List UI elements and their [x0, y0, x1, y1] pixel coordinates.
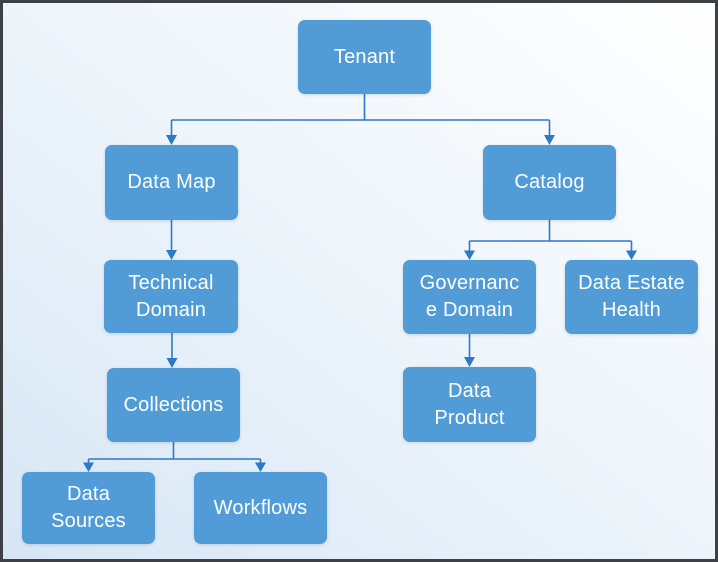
node-data-product-label: Data Product — [434, 379, 505, 429]
node-workflows-label: Workflows — [213, 496, 308, 519]
arrowhead-workflows — [255, 462, 266, 472]
arrowhead-data-product — [464, 357, 475, 367]
node-technical-domain-label: Technical Domain — [128, 271, 214, 321]
arrowhead-data-sources — [83, 462, 94, 472]
node-data-map-label: Data Map — [127, 171, 216, 193]
node-collections: Collections — [107, 368, 240, 442]
arrowhead-data-map — [166, 135, 177, 145]
node-governance-domain: Governanc e Domain — [403, 260, 536, 334]
edge-technical-domain-collections — [166, 333, 178, 368]
node-data-product: Data Product — [403, 367, 536, 442]
arrowhead-catalog — [544, 135, 555, 145]
edge-collections-children — [83, 442, 266, 472]
node-catalog: Catalog — [483, 145, 616, 220]
node-data-estate-health: Data Estate Health — [565, 260, 698, 334]
node-catalog-label: Catalog — [514, 171, 585, 193]
edge-governance-domain-data-product — [464, 334, 475, 367]
arrowhead-collections — [166, 358, 178, 368]
node-data-sources: Data Sources — [22, 472, 155, 544]
node-technical-domain: Technical Domain — [104, 260, 238, 333]
node-collections-label: Collections — [123, 393, 224, 416]
arrowhead-data-estate-health — [626, 250, 637, 260]
edge-catalog-children — [464, 220, 637, 260]
node-workflows: Workflows — [194, 472, 327, 544]
node-governance-domain-label: Governanc e Domain — [419, 272, 520, 321]
node-data-sources-label: Data Sources — [51, 483, 126, 532]
node-data-estate-health-label: Data Estate Health — [578, 272, 685, 321]
node-tenant: Tenant — [298, 20, 431, 94]
edge-tenant-children — [166, 94, 555, 145]
arrowhead-technical-domain — [166, 250, 177, 260]
node-data-map: Data Map — [105, 145, 238, 220]
node-tenant-label: Tenant — [333, 45, 396, 68]
arrowhead-governance-domain — [464, 250, 475, 260]
edge-data-map-technical-domain — [166, 220, 177, 260]
